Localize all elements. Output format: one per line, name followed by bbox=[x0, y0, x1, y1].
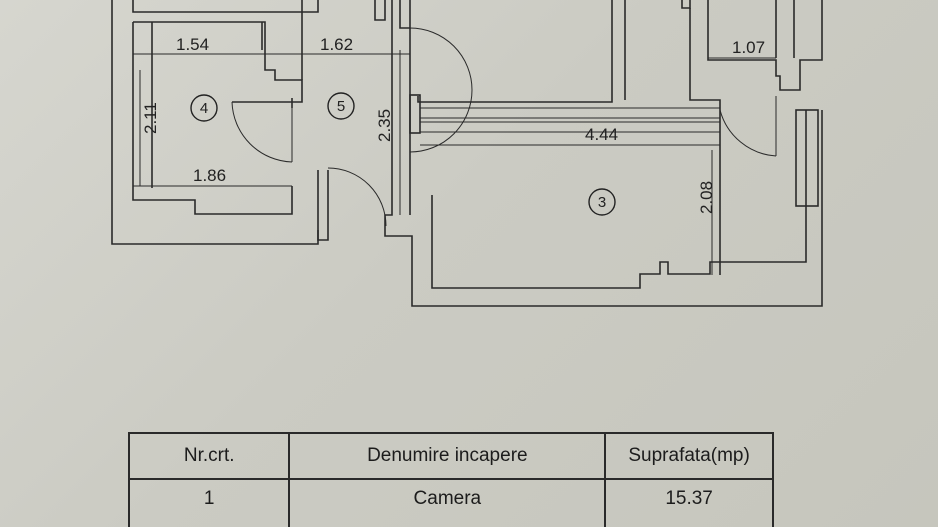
rooms-table: Nr.crt. Denumire incapere Suprafata(mp) … bbox=[127, 432, 774, 527]
cell-area: 15.37 bbox=[604, 478, 774, 527]
dimension-label-1-54: 1.54 bbox=[176, 35, 209, 54]
room-marker-4: 4 bbox=[190, 94, 218, 122]
room-marker-3: 3 bbox=[588, 188, 616, 216]
dimension-label-1-86: 1.86 bbox=[193, 166, 226, 185]
room-marker-4-label: 4 bbox=[200, 100, 208, 117]
room-marker-5-label: 5 bbox=[337, 98, 345, 115]
cell-nr: 1 bbox=[127, 478, 291, 527]
room-marker-5: 5 bbox=[327, 92, 355, 120]
cell-room-name: Camera bbox=[288, 478, 607, 527]
room-marker-3-label: 3 bbox=[598, 194, 606, 211]
dimension-lines bbox=[133, 50, 776, 275]
table-header-row: Nr.crt. Denumire incapere Suprafata(mp) bbox=[127, 432, 774, 480]
header-room-name: Denumire incapere bbox=[288, 432, 607, 480]
header-area: Suprafata(mp) bbox=[604, 432, 774, 480]
dimension-label-4-44: 4.44 bbox=[585, 125, 618, 144]
door-swings bbox=[231, 27, 777, 227]
dimension-label-2-08: 2.08 bbox=[697, 181, 716, 214]
walls bbox=[111, 0, 823, 307]
dimension-label-1-62: 1.62 bbox=[320, 35, 353, 54]
header-nr-crt: Nr.crt. bbox=[127, 432, 291, 480]
dimension-label-2-35: 2.35 bbox=[375, 109, 394, 142]
dimension-label-2-11: 2.11 bbox=[141, 102, 160, 134]
dimension-label-1-07: 1.07 bbox=[732, 38, 765, 57]
table-row: 1 Camera 15.37 bbox=[127, 478, 774, 527]
